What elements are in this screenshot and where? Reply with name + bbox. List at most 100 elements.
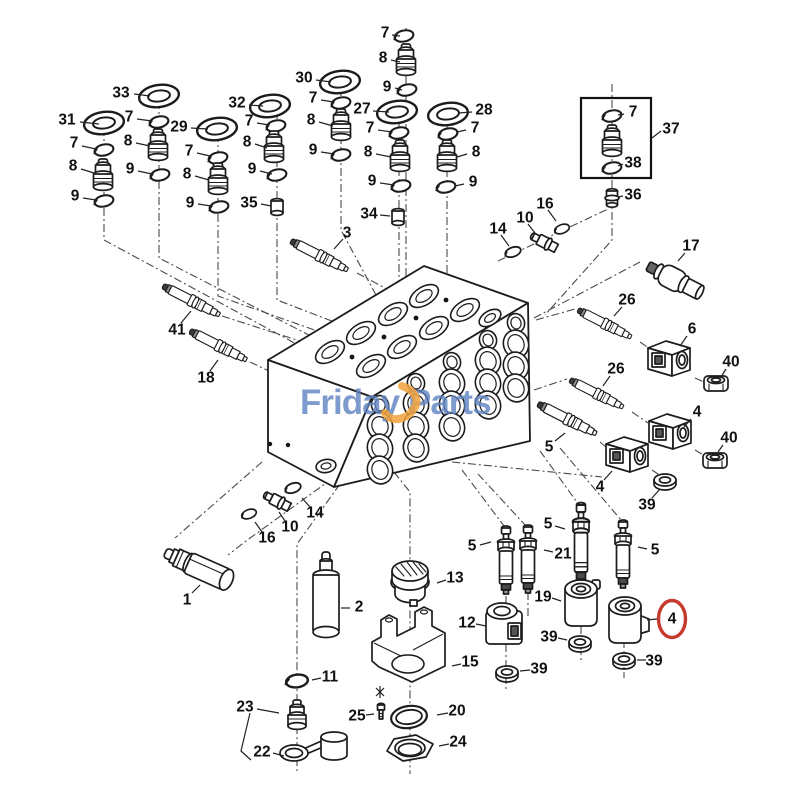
nut-part (702, 452, 728, 469)
part-label-39: 39 (645, 653, 663, 670)
leader-line (301, 497, 311, 508)
part-label-4: 4 (693, 404, 702, 421)
part-label-2: 2 (355, 599, 364, 616)
part-label-39: 39 (530, 661, 548, 678)
part-label-11: 11 (322, 669, 339, 686)
leader-line (456, 153, 468, 158)
highlight-oval (656, 598, 688, 640)
leader-line (196, 152, 211, 157)
leader-line (651, 130, 662, 139)
leader-line (547, 209, 557, 222)
leader-line (311, 677, 322, 681)
leader-line (519, 669, 531, 672)
fitting-part (395, 43, 417, 77)
part-label-26: 26 (607, 361, 625, 378)
cartridge-valve-part (566, 374, 627, 413)
connector-part (642, 255, 709, 305)
leader-line (80, 168, 95, 174)
oring-part (551, 221, 572, 237)
bottom-accessories (159, 221, 572, 762)
leader-line (557, 637, 568, 641)
leader-line (390, 59, 401, 63)
fitting-part (436, 139, 458, 173)
part-label-33: 33 (112, 85, 130, 102)
coil-part (608, 596, 650, 644)
oring-part (386, 124, 411, 142)
part-label-37: 37 (662, 121, 679, 138)
leader-line (318, 121, 334, 127)
coil-part (485, 602, 523, 645)
leader-line (543, 549, 554, 553)
leader-line (613, 306, 623, 317)
leader-line (375, 153, 392, 158)
oring-part (282, 479, 304, 497)
leader-line (320, 151, 335, 155)
part-label-27: 27 (353, 101, 370, 118)
part-label-30: 30 (295, 70, 312, 87)
part-label-18: 18 (197, 370, 215, 387)
leader-line (679, 335, 688, 347)
fitting-part (147, 128, 169, 162)
leader-line (254, 521, 263, 533)
part-label-24: 24 (449, 734, 467, 751)
leader-line (554, 525, 566, 530)
leader-line (197, 203, 212, 207)
part-label-10: 10 (516, 210, 533, 227)
leader-line (260, 203, 272, 207)
oring-part (599, 159, 624, 177)
leader-line (133, 93, 151, 97)
leader-line (256, 708, 280, 714)
fitting-part (263, 130, 285, 164)
part-label-5: 5 (544, 516, 553, 533)
part-label-38: 38 (624, 155, 642, 172)
oring-part (146, 113, 171, 131)
accumulator-part (312, 551, 340, 639)
part-label-8: 8 (472, 144, 481, 161)
part-label-40: 40 (722, 354, 739, 371)
leader-line (278, 511, 286, 522)
oring-part (147, 166, 172, 184)
part-label-7: 7 (245, 113, 254, 130)
bottom-solenoid-assembly (485, 501, 650, 683)
oring-part (394, 81, 419, 99)
part-label-12: 12 (458, 615, 475, 632)
part-label-39: 39 (638, 497, 656, 514)
nut-part (703, 375, 729, 392)
oring-part (433, 178, 458, 196)
leader-line (456, 129, 467, 133)
oring-part (328, 146, 353, 164)
highlight-layer (656, 598, 688, 640)
part-label-34: 34 (360, 206, 378, 223)
part-label-39: 39 (540, 629, 558, 646)
leader-line (256, 122, 270, 126)
coil-part (564, 579, 601, 627)
leader-line (651, 488, 661, 499)
leader-line (82, 197, 97, 201)
leader-line (136, 118, 153, 122)
part-label-9: 9 (186, 195, 195, 212)
oring-part (238, 506, 259, 522)
fitting-part (287, 699, 307, 731)
part-label-20: 20 (448, 703, 465, 720)
leader-line (391, 34, 401, 37)
part-label-13: 13 (446, 570, 464, 587)
part-label-21: 21 (554, 546, 572, 563)
fitting-part (92, 158, 114, 192)
part-label-8: 8 (379, 50, 388, 67)
part-label-7: 7 (309, 90, 318, 107)
leader-line (379, 182, 395, 186)
part-label-41: 41 (168, 322, 186, 339)
oring-part (599, 107, 624, 125)
plug-part (159, 541, 238, 594)
oring-part (391, 27, 416, 45)
nut-part (495, 665, 519, 683)
leader-line (333, 238, 344, 250)
solenoid-part (647, 340, 691, 377)
top-ports (314, 283, 502, 379)
leader-line (372, 110, 390, 113)
washer-part (425, 99, 471, 129)
leader-line (554, 432, 566, 442)
cap-part (279, 731, 348, 762)
part-label-5: 5 (468, 538, 477, 555)
lock-washer-mark (375, 686, 385, 698)
